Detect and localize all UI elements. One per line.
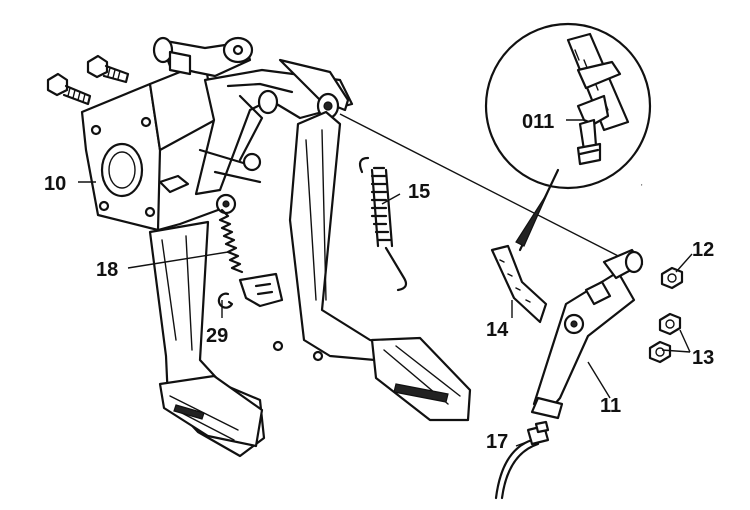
pushrod-line bbox=[339, 113, 631, 263]
callout-15: 15 bbox=[408, 181, 430, 203]
callout-011: 011 bbox=[522, 111, 554, 133]
callout-14: 14 bbox=[486, 319, 509, 341]
clutch-pedal bbox=[148, 220, 266, 458]
nuts-13 bbox=[648, 312, 682, 364]
callout-13: 13 bbox=[692, 347, 714, 369]
circlip bbox=[217, 292, 234, 309]
callout-18: 18 bbox=[96, 259, 118, 281]
callout-10: 10 bbox=[44, 173, 66, 195]
leader-lines bbox=[78, 119, 693, 447]
master-cylinder bbox=[530, 248, 644, 420]
callout-11: 11 bbox=[600, 395, 621, 417]
nut-12 bbox=[660, 266, 684, 290]
callout-12: 12 bbox=[692, 239, 714, 261]
assist-spring bbox=[218, 208, 284, 308]
brake-pedal bbox=[272, 110, 472, 422]
bolt-upper bbox=[86, 54, 130, 84]
fluid-hose bbox=[490, 244, 548, 324]
bolt-lower bbox=[46, 72, 92, 106]
mounting-bracket bbox=[80, 60, 220, 232]
mounting-bolts bbox=[46, 54, 130, 106]
detail-circle: ' bbox=[484, 22, 652, 252]
pedal-frame bbox=[152, 36, 354, 215]
callout-29: 29 bbox=[206, 325, 228, 347]
return-spring bbox=[358, 156, 408, 292]
svg-text:': ' bbox=[641, 183, 643, 192]
callout-17: 17 bbox=[486, 431, 508, 453]
